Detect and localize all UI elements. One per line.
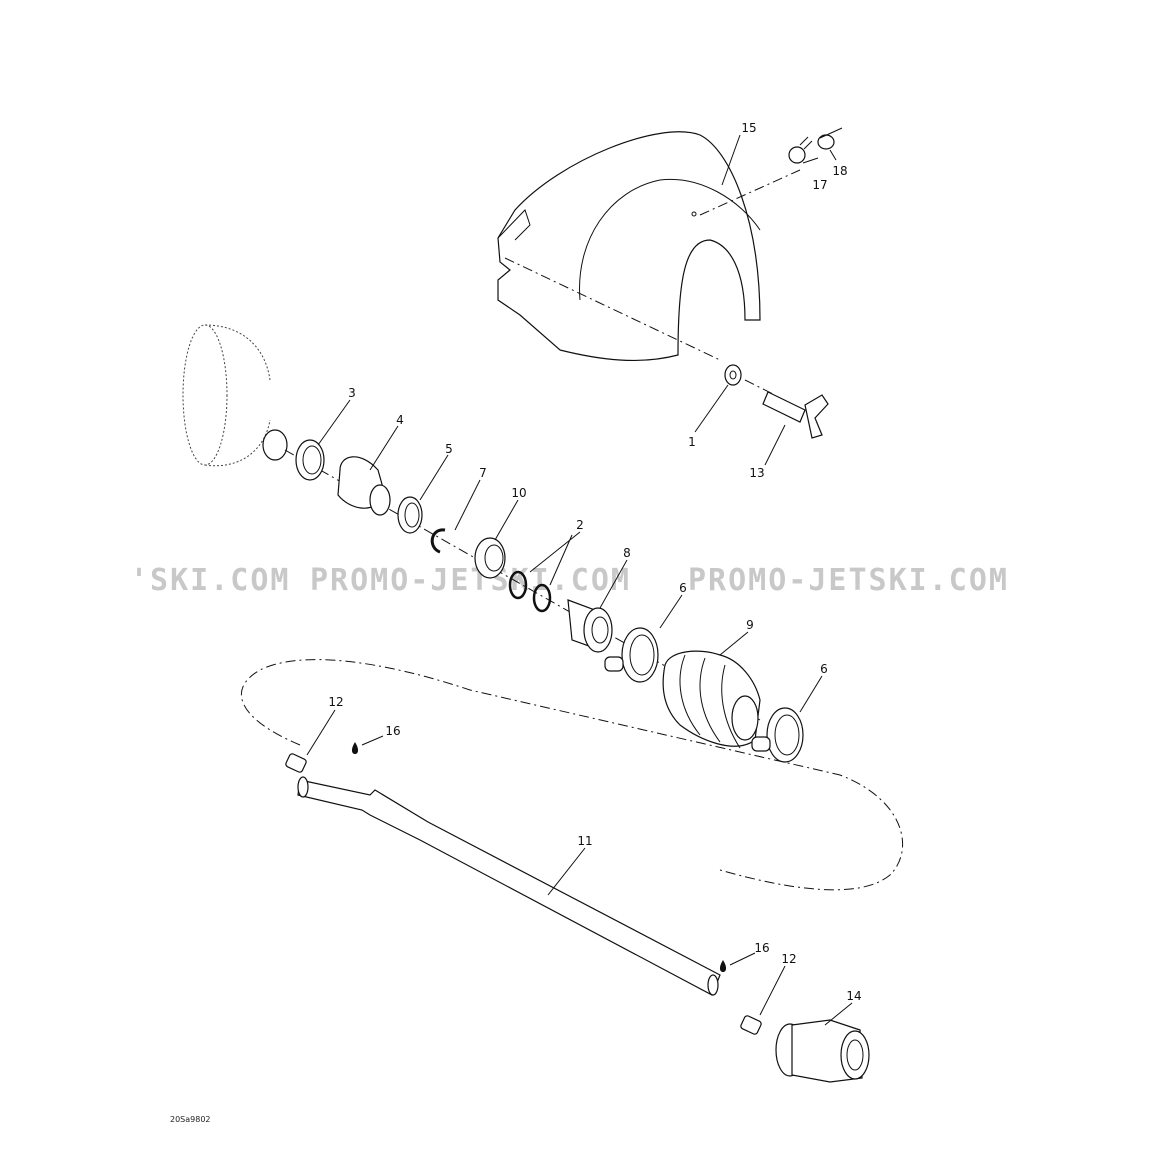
- callout-3: 3: [348, 386, 356, 400]
- callout-13: 13: [749, 466, 764, 480]
- drive-shaft-part-11: [297, 776, 721, 996]
- grease-drop-icon-16a: [351, 742, 359, 754]
- callout-2: 2: [576, 518, 584, 532]
- clip-part-18: [817, 127, 843, 150]
- leader-lines: [306, 134, 853, 1026]
- callout-17: 17: [812, 178, 827, 192]
- washer-part-1: [724, 364, 742, 386]
- circlip-part-7: [430, 528, 446, 554]
- pump-housing-outline: [182, 324, 288, 467]
- screw-part-17: [788, 136, 813, 164]
- callout-8: 8: [623, 546, 631, 560]
- callout-6a: 6: [679, 581, 687, 595]
- plug-part-12b: [740, 1015, 762, 1035]
- bearing-part-10: [474, 537, 506, 579]
- assembly-loop: [240, 659, 904, 891]
- callout-4: 4: [396, 413, 404, 427]
- callout-10: 10: [511, 486, 526, 500]
- watermark-left: 'SKI.COM: [130, 563, 291, 598]
- o-ring-part-2b: [532, 583, 552, 613]
- boot-part-9: [662, 650, 761, 749]
- callout-9: 9: [746, 618, 754, 632]
- callout-11: 11: [577, 834, 592, 848]
- watermark-middle: PROMO-JETSKI.COM: [310, 563, 631, 598]
- callout-7: 7: [479, 466, 487, 480]
- bushing-part-14: [775, 1019, 870, 1083]
- sleeve-part-4: [337, 456, 391, 516]
- wing-bolt-part-13: [762, 391, 829, 439]
- callout-15: 15: [741, 121, 756, 135]
- watermark-right: PROMO-JETSKI.COM: [688, 563, 1009, 598]
- clamp-part-5: [397, 496, 423, 534]
- callout-12a: 12: [328, 695, 343, 709]
- callout-6b: 6: [820, 662, 828, 676]
- diagram-code: 20Sa9802: [170, 1115, 211, 1124]
- callout-14: 14: [846, 989, 861, 1003]
- seal-carrier-part-8: [567, 599, 613, 653]
- callout-12b: 12: [781, 952, 796, 966]
- callout-18: 18: [832, 164, 847, 178]
- clamp-part-6a: [604, 627, 659, 683]
- grease-drop-icon-16b: [719, 960, 727, 972]
- cover-part-15: [497, 131, 761, 362]
- callout-1: 1: [688, 435, 696, 449]
- callout-16b: 16: [754, 941, 769, 955]
- clamp-part-3: [295, 439, 325, 481]
- o-ring-part-2a: [508, 570, 528, 600]
- callout-16a: 16: [385, 724, 400, 738]
- callout-5: 5: [445, 442, 453, 456]
- clamp-part-6b: [751, 707, 804, 763]
- plug-part-12a: [285, 753, 307, 773]
